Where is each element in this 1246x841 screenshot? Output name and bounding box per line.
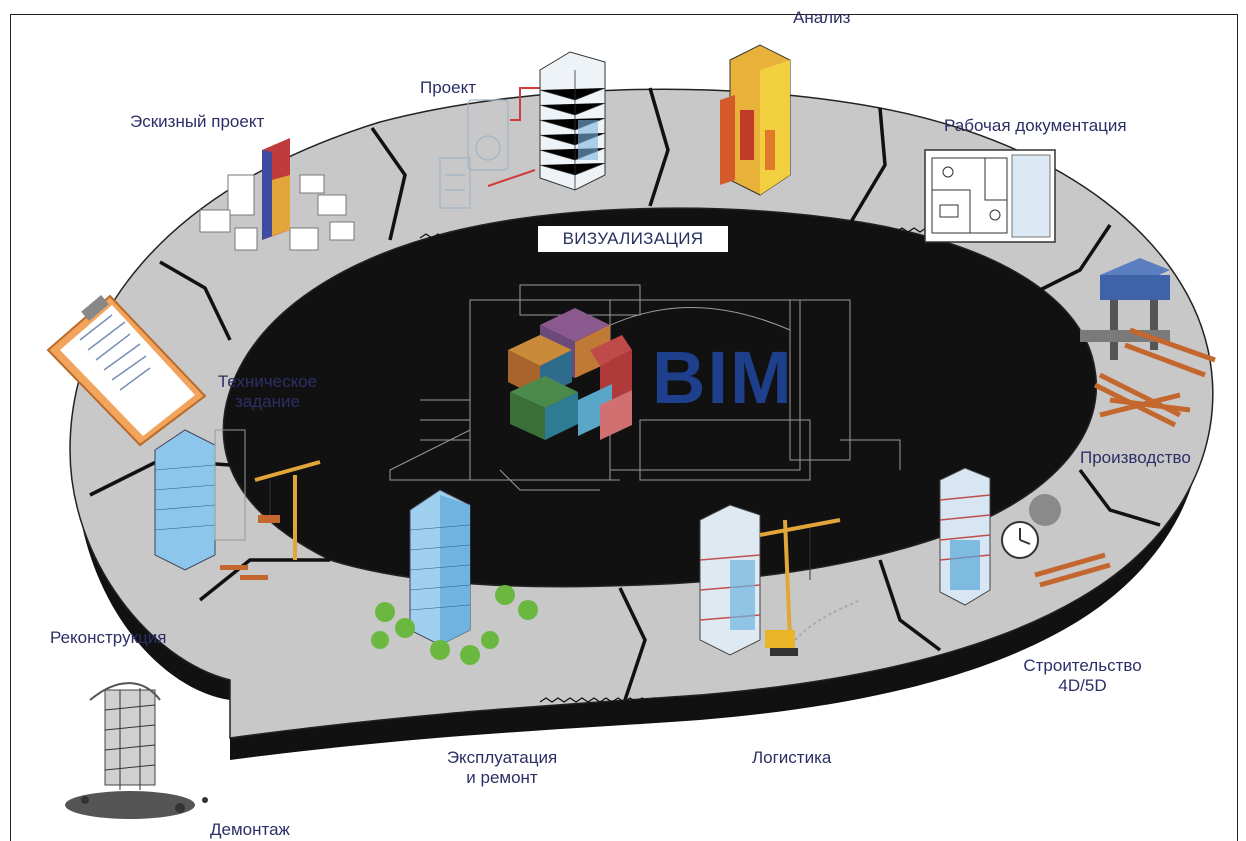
analysis-illustration <box>720 44 791 196</box>
figure-frame <box>10 14 1238 841</box>
stage-label-project: Проект <box>420 78 476 97</box>
stage-label-technical-task-line-2: задание <box>235 392 300 411</box>
stage-label-analysis: Анализ <box>793 8 851 27</box>
stage-label-construction: Строительство 4D/5D <box>1020 656 1145 696</box>
bim-cube-logo <box>508 308 632 440</box>
visualization-ring-label: ВИЗУАЛИЗАЦИЯ <box>538 226 728 252</box>
stage-label-working-documentation: Рабочая документация <box>944 116 1127 135</box>
stage-label-construction-line-2: 4D/5D <box>1058 676 1107 695</box>
stage-label-construction-line-1: Строительство <box>1023 656 1142 675</box>
sketch-project-illustration <box>199 138 355 251</box>
logistics-illustration <box>699 504 861 656</box>
stage-label-technical-task-line-1: Техническое <box>217 372 318 391</box>
stage-label-production: Производство <box>1080 448 1191 467</box>
tech-task-illustration <box>154 429 321 580</box>
operation-illustration <box>371 489 538 665</box>
stage-label-operation-line-2: и ремонт <box>466 768 538 787</box>
stage-label-logistics: Логистика <box>752 748 832 767</box>
stage-label-technical-task: Техническое задание <box>205 372 330 412</box>
stage-label-demolition: Демонтаж <box>210 820 290 839</box>
stage-label-sketch-project: Эскизный проект <box>130 112 265 131</box>
stage-label-operation-line-1: Эксплуатация <box>446 748 558 767</box>
stage-label-operation: Эксплуатация и ремонт <box>432 748 572 788</box>
clipboard-illustration <box>46 294 207 447</box>
center-wireframe-building <box>389 284 901 491</box>
bim-logo-text: BIM <box>652 336 794 419</box>
production-illustration <box>1080 258 1216 428</box>
stage-label-reconstruction: Реконструкция <box>50 628 167 647</box>
working-docs-illustration <box>924 149 1056 243</box>
project-illustration <box>439 51 606 209</box>
construction-4d5d-illustration <box>939 467 1111 606</box>
demolition-illustration <box>65 682 208 819</box>
